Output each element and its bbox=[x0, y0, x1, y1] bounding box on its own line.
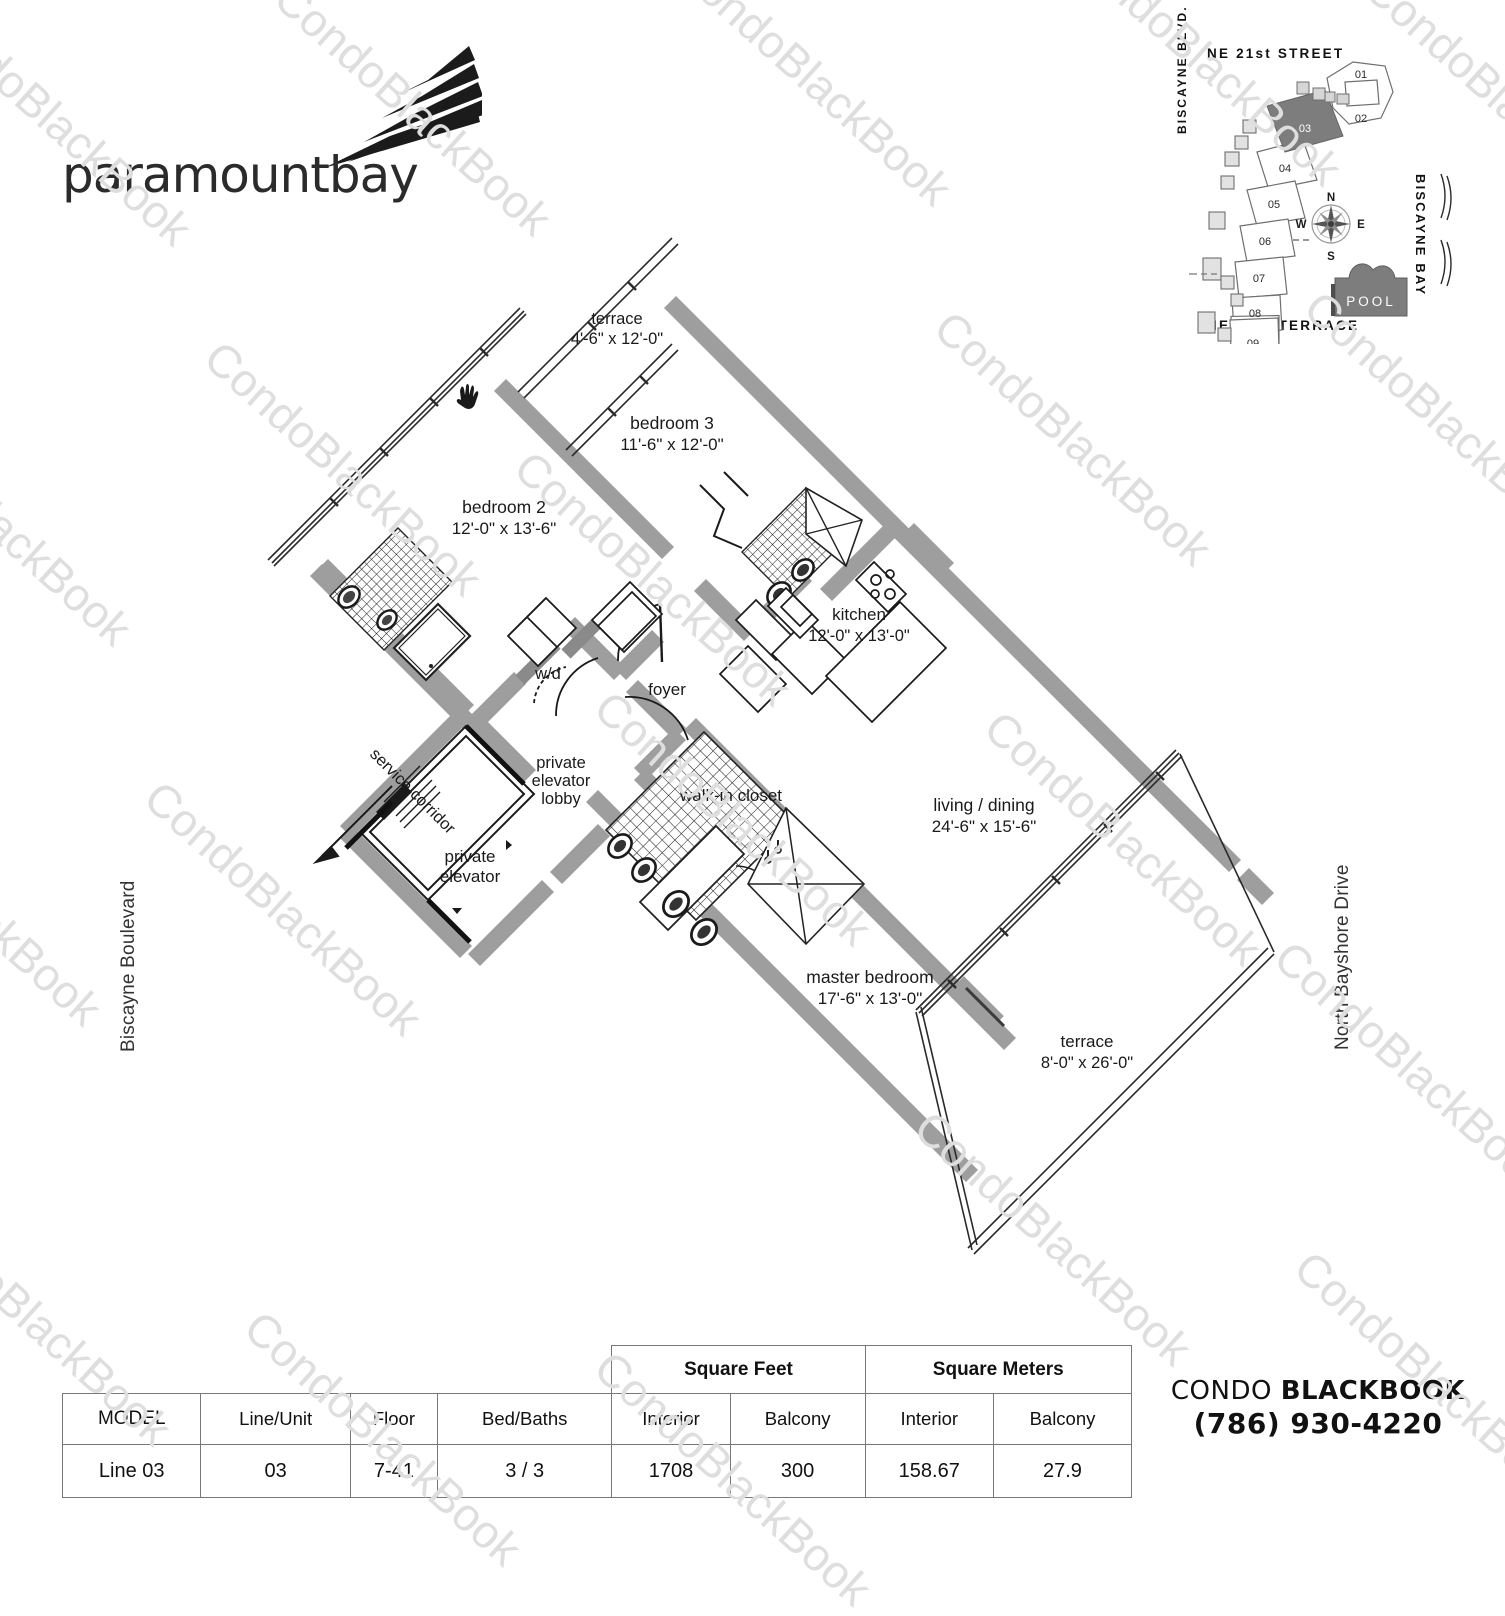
label-private-elevator-2: elevator bbox=[440, 867, 501, 886]
column-header-floor: Floor bbox=[349, 1393, 439, 1445]
keyplan-unit-07: 07 bbox=[1253, 273, 1265, 285]
pool-label: POOL bbox=[1346, 294, 1396, 309]
cell-sf-interior: 1708 bbox=[611, 1444, 731, 1498]
cell-model: Line 03 bbox=[61, 1444, 202, 1498]
group-header-square-feet: Square Feet bbox=[611, 1345, 866, 1394]
cbb-name: CONDO BLACKBOOK bbox=[1148, 1376, 1488, 1407]
cell-line-unit: 03 bbox=[200, 1444, 351, 1498]
blank-cell bbox=[350, 1346, 437, 1394]
table-header-row: MODEL Line/Unit Floor Bed/Baths Interior… bbox=[61, 1393, 1133, 1445]
tower-chevron-icon bbox=[324, 46, 482, 168]
label-master-dims: 17'-6" x 13'-0" bbox=[818, 989, 923, 1008]
logo-wordmark: paramountbay bbox=[62, 146, 419, 204]
label-terrace-top-name: terrace bbox=[591, 310, 642, 328]
table-row: Line 03 03 7-41 3 / 3 1708 300 158.67 27… bbox=[61, 1444, 1133, 1498]
label-private-elevator-lobby-2: elevator bbox=[532, 772, 591, 790]
keyplan-unit-06: 06 bbox=[1259, 236, 1271, 248]
keyplan-unit-05: 05 bbox=[1268, 199, 1280, 211]
blank-cell bbox=[438, 1346, 612, 1394]
label-terrace-bottom-dims: 8'-0" x 26'-0" bbox=[1041, 1054, 1133, 1072]
condoblackbook-branding: CONDO BLACKBOOK (786) 930-4220 bbox=[1148, 1376, 1488, 1440]
cell-bed-baths: 3 / 3 bbox=[436, 1444, 613, 1498]
blank-cell bbox=[201, 1346, 350, 1394]
label-living-dims: 24'-6" x 15'-6" bbox=[932, 817, 1037, 836]
keyplan-unit-08: 08 bbox=[1249, 308, 1261, 320]
keyplan-unit-02: 02 bbox=[1355, 113, 1367, 125]
column-header-sm-interior: Interior bbox=[864, 1393, 994, 1445]
column-header-model: MODEL bbox=[61, 1393, 202, 1445]
label-private-elevator-lobby-3: lobby bbox=[541, 790, 581, 808]
compass-w: W bbox=[1296, 219, 1307, 231]
label-foyer: foyer bbox=[648, 680, 686, 699]
label-private-elevator-lobby-1: private bbox=[536, 754, 586, 772]
column-header-sm-balcony: Balcony bbox=[992, 1393, 1133, 1445]
street-label-left: Biscayne Boulevard bbox=[118, 880, 139, 1052]
blank-cell bbox=[63, 1346, 201, 1394]
paramountbay-logo: paramountbay bbox=[62, 38, 482, 204]
label-private-elevator-1: private bbox=[444, 847, 495, 866]
compass-n: N bbox=[1327, 192, 1335, 204]
label-wd: w/d bbox=[534, 665, 561, 683]
cbb-name-light: CONDO bbox=[1170, 1376, 1281, 1406]
cell-sf-balcony: 300 bbox=[729, 1444, 866, 1498]
label-bedroom2-dims: 12'-0" x 13'-6" bbox=[452, 519, 557, 538]
street-label-right: North Bayshore Drive bbox=[1332, 864, 1353, 1050]
column-header-bed-baths: Bed/Baths bbox=[436, 1393, 613, 1445]
label-bedroom3-dims: 11'-6" x 12'-0" bbox=[620, 435, 723, 454]
cell-sm-balcony: 27.9 bbox=[992, 1444, 1133, 1498]
keyplan-street-north: NE 21st STREET bbox=[1207, 46, 1345, 61]
pool-shape bbox=[1331, 263, 1408, 317]
label-bedroom3-name: bedroom 3 bbox=[630, 413, 714, 433]
floor-plan-drawing: terrace 4'-6" x 12'-0" bedroom 3 11'-6" … bbox=[267, 237, 1275, 1255]
label-living-name: living / dining bbox=[933, 795, 1034, 815]
unit-spec-table: Square Feet Square Meters MODEL Line/Uni… bbox=[61, 1345, 1133, 1498]
label-kitchen-name: kitchen bbox=[832, 605, 886, 624]
cell-floor: 7-41 bbox=[349, 1444, 439, 1498]
label-master-name: master bedroom bbox=[806, 967, 933, 987]
column-header-sf-balcony: Balcony bbox=[729, 1393, 866, 1445]
cbb-phone: (786) 930-4220 bbox=[1193, 1406, 1443, 1440]
group-header-square-meters: Square Meters bbox=[864, 1345, 1133, 1394]
cbb-name-bold: BLACKBOOK bbox=[1280, 1376, 1466, 1406]
label-terrace-top-dims: 4'-6" x 12'-0" bbox=[571, 330, 663, 348]
label-kitchen-dims: 12'-0" x 13'-0" bbox=[808, 627, 910, 645]
table-group-header-row: Square Feet Square Meters bbox=[63, 1345, 1133, 1394]
keyplan-unit-01: 01 bbox=[1355, 69, 1367, 81]
compass-s: S bbox=[1327, 251, 1335, 263]
column-header-sf-interior: Interior bbox=[611, 1393, 731, 1445]
keyplan-unit-03: 03 bbox=[1299, 123, 1311, 135]
column-header-line-unit: Line/Unit bbox=[200, 1393, 351, 1445]
keyplan-unit-04: 04 bbox=[1279, 163, 1291, 175]
keyplan-unit-09: 09 bbox=[1247, 338, 1259, 344]
label-bedroom2-name: bedroom 2 bbox=[462, 497, 546, 517]
cell-sm-interior: 158.67 bbox=[864, 1444, 994, 1498]
label-terrace-bottom-name: terrace bbox=[1061, 1032, 1114, 1051]
label-walkin-closet: walk-in closet bbox=[679, 786, 782, 805]
compass-e: E bbox=[1357, 219, 1365, 231]
key-plan: NE 21st STREET NE 20th TERRACE BISCAYNE … bbox=[1175, 5, 1485, 344]
compass-rose-icon bbox=[1311, 204, 1351, 244]
